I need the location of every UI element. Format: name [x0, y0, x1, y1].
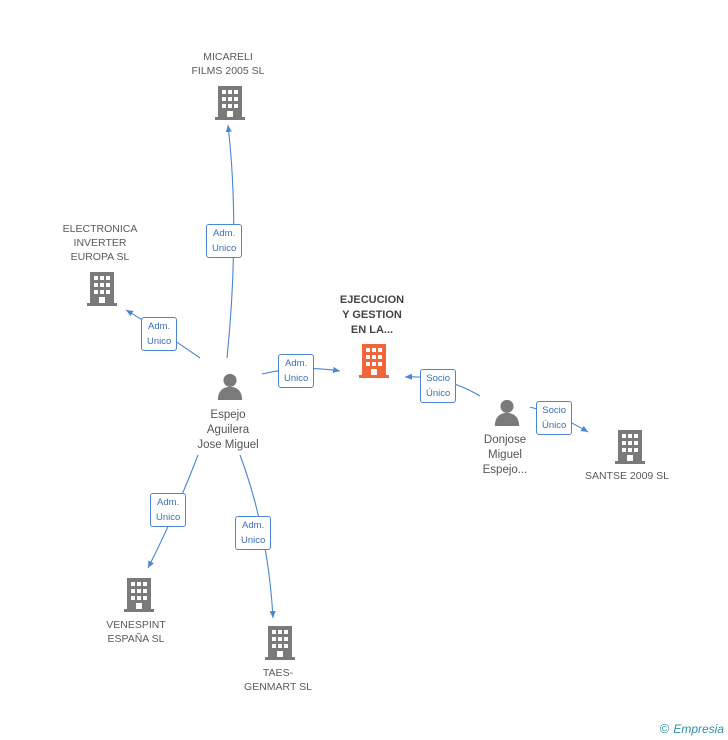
edge-label-ejecucion: Adm. Unico: [278, 354, 315, 388]
edge-label-electronica: Adm. Unico: [141, 317, 178, 351]
micareli-building-icon[interactable]: [215, 86, 245, 120]
ejecucion-building-icon[interactable]: [359, 344, 389, 378]
edge-label-donjose-ejecucion: Socio Único: [420, 369, 457, 403]
brand-name: Empresia: [673, 721, 724, 736]
edge-label-taes: Adm. Unico: [235, 516, 272, 550]
santse-building-icon[interactable]: [615, 430, 645, 464]
ejecucion-label[interactable]: EJECUCION Y GESTION EN LA...: [339, 294, 405, 336]
taes-building-icon[interactable]: [265, 626, 295, 660]
brand-watermark: © Empresia: [660, 721, 724, 736]
edge-label-micareli: Adm. Unico: [206, 224, 243, 258]
donjose-label[interactable]: Donjose Miguel Espejo...: [482, 434, 528, 476]
taes-label[interactable]: TAES- GENMART SL: [244, 667, 312, 693]
espejo-label[interactable]: Espejo Aguilera Jose Miguel: [197, 409, 259, 451]
micareli-label[interactable]: MICARELI FILMS 2005 SL: [191, 51, 265, 77]
venespint-label[interactable]: VENESPINT ESPAÑA SL: [106, 619, 166, 645]
electronica-label[interactable]: ELECTRONICA INVERTER EUROPA SL: [62, 223, 138, 263]
electronica-building-icon[interactable]: [87, 272, 117, 306]
donjose-person-icon[interactable]: [494, 399, 520, 426]
venespint-building-icon[interactable]: [124, 578, 154, 612]
edge-label-venespint: Adm. Unico: [150, 493, 187, 527]
edge-label-donjose-santse: Socio Único: [536, 401, 573, 435]
espejo-person-icon[interactable]: [217, 373, 243, 400]
santse-label[interactable]: SANTSE 2009 SL: [584, 470, 670, 482]
copyright-icon: ©: [659, 721, 670, 736]
